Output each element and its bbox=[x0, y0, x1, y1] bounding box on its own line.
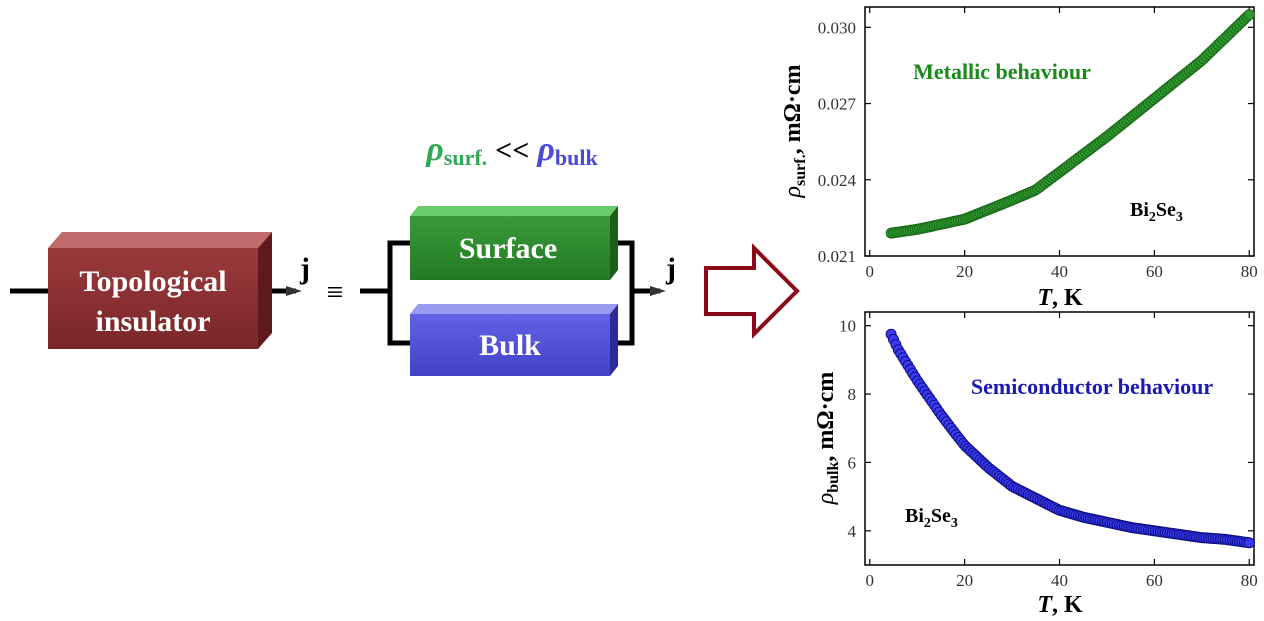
chart2-material-sub2: 3 bbox=[951, 516, 958, 531]
y-tick-label: 6 bbox=[848, 453, 857, 472]
chart2-frame bbox=[864, 311, 1255, 566]
x-tick-label: 20 bbox=[956, 262, 973, 281]
current-arrow-1 bbox=[286, 286, 302, 296]
chart2-ylabel-rho: ρ bbox=[813, 493, 839, 506]
bulk-block-front bbox=[410, 314, 610, 376]
bulk-resistivity-chart: 0 20 40 60 80 4 6 8 10 Semiconductor behaviour B… bbox=[813, 311, 1258, 618]
ti-block-side bbox=[258, 232, 272, 349]
ti-label-line2: insulator bbox=[95, 305, 210, 338]
y-tick-label: 4 bbox=[848, 522, 857, 541]
chart1-ylabel: ρsurf., mΩ·cm bbox=[780, 65, 809, 199]
chart2-material-base2: Se bbox=[931, 505, 951, 527]
bulk-block: Bulk bbox=[410, 304, 618, 376]
chart2-material-base1: Bi bbox=[905, 505, 924, 527]
x-tick-label: 0 bbox=[865, 262, 874, 281]
current-arrow-2 bbox=[650, 286, 666, 296]
equivalence-symbol: ≡ bbox=[327, 276, 344, 309]
y-tick-label: 0.021 bbox=[818, 247, 856, 266]
chart1-material-base1: Bi bbox=[1130, 199, 1149, 221]
x-tick-label: 60 bbox=[1146, 262, 1163, 281]
chart1-ylabel-unit: , mΩ·cm bbox=[780, 65, 806, 155]
y-tick-label: 0.030 bbox=[818, 18, 856, 37]
x-tick-label: 80 bbox=[1241, 262, 1258, 281]
chart1-material-sub1: 2 bbox=[1149, 210, 1156, 225]
rho-bulk-symbol: ρ bbox=[536, 131, 555, 168]
ti-block-front bbox=[48, 248, 258, 349]
current-label-1: j bbox=[299, 252, 310, 285]
x-tick-label: 60 bbox=[1146, 571, 1163, 590]
bulk-block-top bbox=[410, 304, 618, 314]
y-tick-label: 10 bbox=[839, 317, 856, 336]
surface-block-side bbox=[610, 206, 618, 280]
chart2-xlabel-var: T bbox=[1037, 592, 1053, 618]
chart1-data-points bbox=[885, 9, 1255, 239]
y-tick-label: 0.024 bbox=[818, 171, 857, 190]
rho-surf-subscript: surf. bbox=[444, 145, 487, 170]
x-tick-label: 40 bbox=[1051, 571, 1068, 590]
x-tick-label: 0 bbox=[865, 571, 874, 590]
chart1-material-label: Bi2Se3 bbox=[1130, 199, 1183, 225]
bulk-label: Bulk bbox=[479, 329, 541, 362]
chart1-material-sub2: 3 bbox=[1176, 210, 1183, 225]
ti-label-line1: Topological bbox=[79, 265, 226, 298]
chart1-material-base2: Se bbox=[1156, 199, 1176, 221]
chart1-frame bbox=[864, 6, 1255, 257]
surface-resistivity-chart: 0 20 40 60 80 0.021 0.024 0.027 0.030 Metallic b… bbox=[780, 6, 1258, 311]
surface-block-front bbox=[410, 216, 610, 280]
current-label-2: j bbox=[665, 252, 676, 285]
chart2-xlabel: T, K bbox=[1037, 592, 1083, 618]
chart1-ylabel-sub: surf. bbox=[792, 154, 809, 186]
chart1-annotation: Metallic behaviour bbox=[913, 59, 1091, 84]
x-tick-label: 20 bbox=[956, 571, 973, 590]
chart2-ylabel: ρbulk, mΩ·cm bbox=[813, 372, 842, 506]
chart2-ylabel-sub: bulk bbox=[825, 461, 842, 492]
chart1-xlabel-var: T bbox=[1037, 285, 1053, 311]
surface-block-top bbox=[410, 206, 618, 216]
chart2-ylabel-unit: , mΩ·cm bbox=[813, 372, 839, 462]
chart2-annotation: Semiconductor behaviour bbox=[971, 374, 1213, 399]
bulk-block-side bbox=[610, 304, 618, 376]
data-point bbox=[1243, 9, 1255, 21]
circuit-diagram: Topological insulator j ≡ j Surface bbox=[10, 131, 800, 376]
parallel-circuit: j bbox=[360, 240, 676, 346]
surface-label: Surface bbox=[459, 232, 557, 265]
rho-surf-symbol: ρ bbox=[425, 131, 444, 168]
chart2-xlabel-unit: , K bbox=[1052, 592, 1083, 618]
x-tick-label: 40 bbox=[1051, 262, 1068, 281]
ti-block-top bbox=[48, 232, 272, 248]
chart1-ticks: 0 20 40 60 80 0.021 0.024 0.027 0.030 bbox=[818, 7, 1258, 281]
y-tick-label: 8 bbox=[848, 385, 857, 404]
x-tick-label: 80 bbox=[1241, 571, 1258, 590]
chart1-ylabel-rho: ρ bbox=[780, 186, 806, 199]
left-branch-wire bbox=[387, 240, 410, 346]
chart2-ticks: 0 20 40 60 80 4 6 8 10 bbox=[839, 312, 1258, 590]
data-point bbox=[1243, 537, 1255, 549]
y-tick-label: 0.027 bbox=[818, 95, 857, 114]
resistivity-relation: ρsurf.<<ρbulk bbox=[425, 131, 598, 170]
rho-bulk-subscript: bulk bbox=[555, 145, 599, 170]
transition-arrow bbox=[704, 243, 800, 339]
chart1-xlabel-unit: , K bbox=[1052, 285, 1083, 311]
chart2-data-points bbox=[885, 328, 1255, 549]
chart2-material-sub1: 2 bbox=[924, 516, 931, 531]
surface-block: Surface bbox=[410, 206, 618, 280]
much-less-symbol: << bbox=[495, 134, 529, 167]
topological-insulator-block: Topological insulator bbox=[48, 232, 272, 349]
chart2-material-label: Bi2Se3 bbox=[905, 505, 958, 531]
chart1-xlabel: T, K bbox=[1037, 285, 1083, 311]
